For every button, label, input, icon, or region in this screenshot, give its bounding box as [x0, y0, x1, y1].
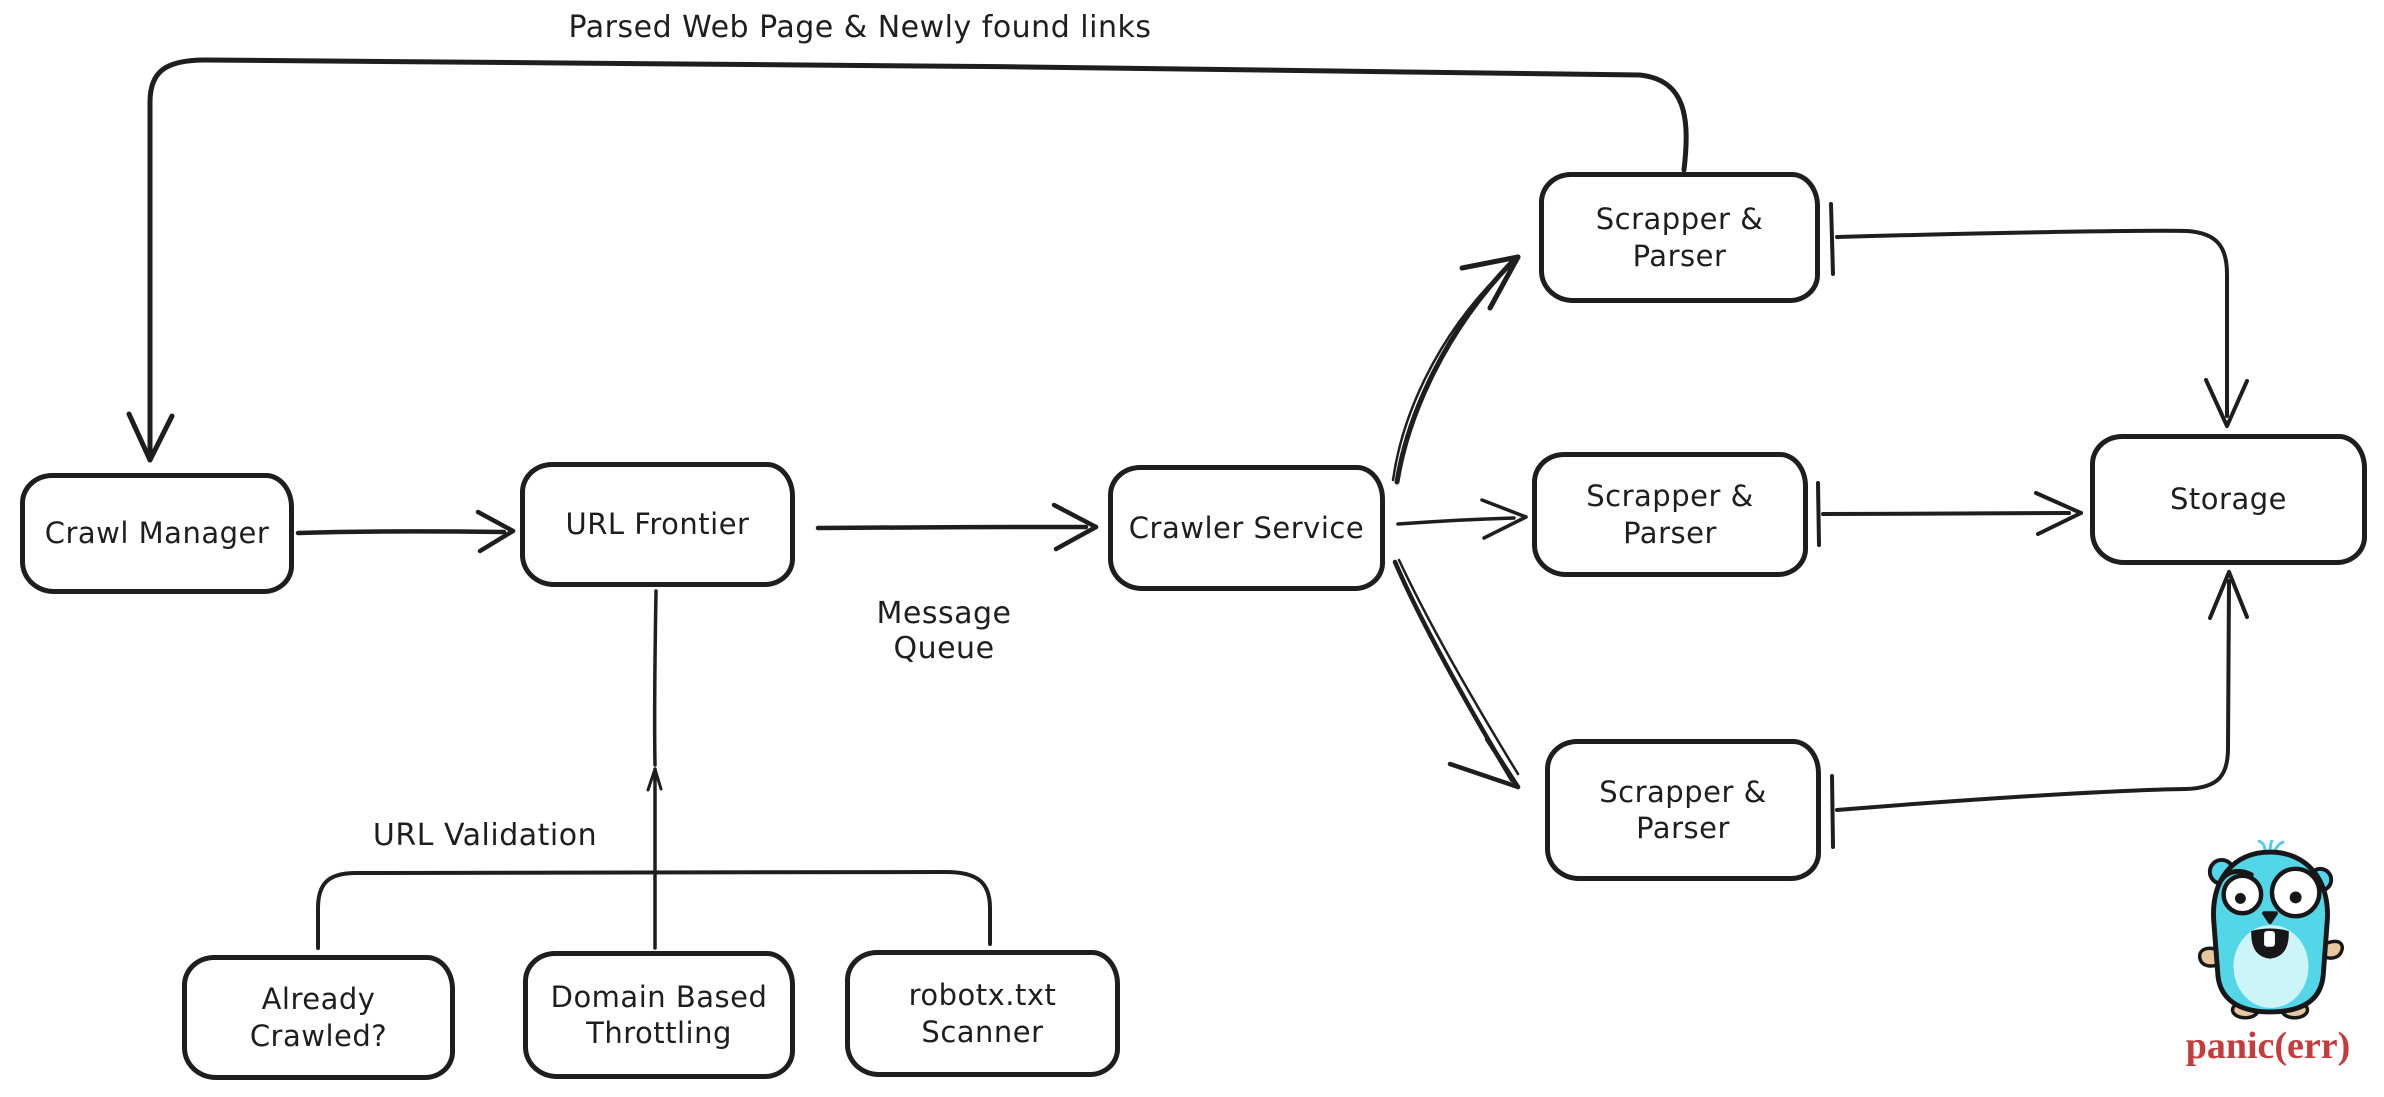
- label-parsed-web-page: Parsed Web Page & Newly found links: [568, 10, 1152, 45]
- tick-scrapper-bottom: [1830, 774, 1835, 849]
- label-url-validation: URL Validation: [372, 818, 598, 853]
- node-robotx-txt-scanner: robotx.txt Scanner: [845, 950, 1120, 1077]
- node-already-crawled: Already Crawled?: [182, 955, 455, 1080]
- node-storage: Storage: [2090, 434, 2367, 565]
- edge-frontier-to-crawler: [815, 502, 1099, 552]
- node-scrapper-parser-top: Scrapper & Parser: [1539, 172, 1820, 303]
- label-message-queue: Message Queue: [876, 596, 1012, 666]
- edge-scrapper-bottom-to-storage: [1835, 570, 2249, 812]
- node-domain-based-throttling: Domain Based Throttling: [523, 951, 795, 1079]
- edge-crawler-to-scrapper-bottom: [1392, 558, 1521, 790]
- node-crawl-manager: Crawl Manager: [20, 473, 294, 594]
- tick-scrapper-mid: [1816, 481, 1821, 547]
- edge-crawler-to-scrapper-mid: [1396, 498, 1528, 540]
- validation-bracket: [316, 870, 992, 950]
- panic-err-caption: panic(err): [2185, 1025, 2351, 1067]
- node-scrapper-parser-middle: Scrapper & Parser: [1532, 452, 1808, 577]
- edge-crawl-manager-to-url-frontier: [295, 509, 516, 554]
- node-url-frontier: URL Frontier: [520, 462, 795, 587]
- edge-scrapper-top-to-storage: [1835, 228, 2249, 428]
- edge-feedback-loop: [126, 57, 1689, 463]
- go-gopher-icon: [2197, 840, 2344, 1020]
- edge-scrapper-mid-to-storage: [1821, 491, 2083, 536]
- node-crawler-service: Crawler Service: [1108, 465, 1385, 591]
- node-scrapper-parser-bottom: Scrapper & Parser: [1545, 739, 1821, 881]
- edge-frontier-to-validation: [646, 589, 663, 950]
- tick-scrapper-top: [1829, 202, 1835, 276]
- edge-crawler-to-scrapper-top: [1391, 254, 1521, 485]
